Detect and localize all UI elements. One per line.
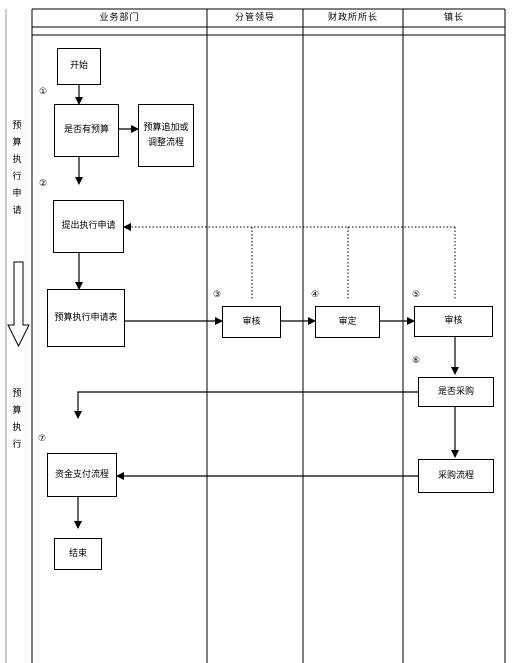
node-review-supervisor: 审核 bbox=[222, 306, 281, 338]
node-budget-adjust: 预算追加或调整流程 bbox=[138, 104, 194, 167]
step-marker-5: ⑤ bbox=[412, 290, 421, 300]
lane-header-supervisor: 分管领导 bbox=[234, 13, 275, 23]
node-review-mayor: 审核 bbox=[414, 306, 493, 337]
lane-header-mayor: 镇长 bbox=[443, 13, 464, 23]
step-marker-3: ③ bbox=[213, 290, 222, 300]
arrow-procure-q-to-payment bbox=[74, 391, 418, 419]
node-approve-finance: 审定 bbox=[315, 306, 380, 338]
node-has-budget: 是否有预算 bbox=[54, 104, 119, 157]
step-marker-7: ⑦ bbox=[38, 434, 47, 444]
side-label-execution: 预算执行 bbox=[12, 389, 22, 450]
step-marker-4: ④ bbox=[311, 290, 320, 300]
feedback-lines bbox=[123, 223, 456, 300]
step-marker-1: ① bbox=[39, 87, 48, 97]
lane-header-finance-director: 财政所所长 bbox=[327, 13, 378, 23]
node-procurement-question: 是否采购 bbox=[418, 377, 494, 407]
lane-grid bbox=[5, 8, 506, 663]
node-submit-application: 提出执行申请 bbox=[53, 200, 124, 253]
node-payment-process: 资金支付流程 bbox=[47, 453, 117, 497]
node-procurement-process: 采购流程 bbox=[418, 459, 494, 493]
node-application-form: 预算执行申请表 bbox=[47, 289, 125, 347]
lane-header-department: 业务部门 bbox=[99, 13, 140, 23]
node-start: 开始 bbox=[57, 48, 101, 85]
side-label-application: 预算执行申请 bbox=[12, 121, 22, 216]
phase-arrow bbox=[7, 261, 30, 348]
node-end: 结束 bbox=[54, 538, 102, 570]
step-marker-2: ② bbox=[39, 179, 48, 189]
step-marker-6: ⑥ bbox=[412, 356, 421, 366]
